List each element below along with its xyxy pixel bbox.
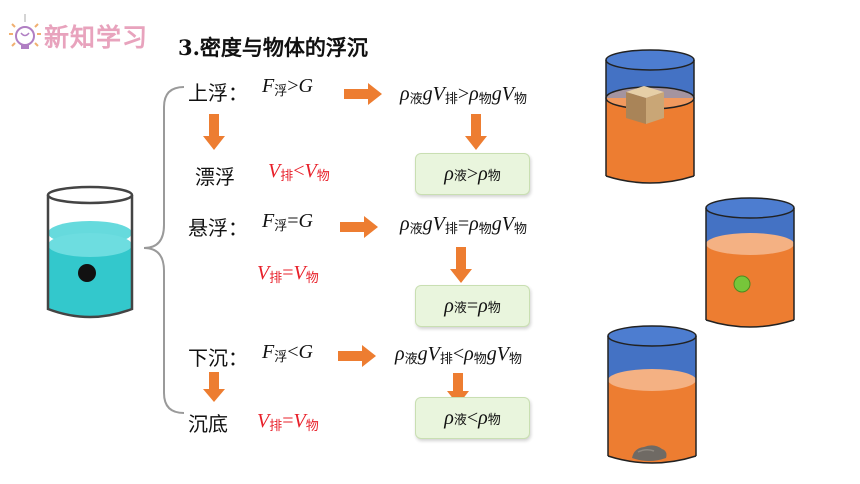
force-rise: F浮>G: [262, 75, 313, 99]
lightbulb-icon: [9, 14, 41, 49]
label-float: 漂浮: [195, 165, 235, 189]
section-title: 3.密度与物体的浮沉: [178, 35, 368, 60]
cylinder-suspended-ball: [705, 197, 795, 328]
curly-brace: [143, 86, 185, 414]
density-eq-sink: ρ液gV排<ρ物gV物: [395, 343, 522, 367]
header-title: 新知学习: [44, 23, 149, 52]
cylinder-floating-cube: [605, 49, 695, 184]
volume-suspend: V排=V物: [257, 262, 319, 286]
volume-float: V排<V物: [268, 160, 330, 184]
arrow-down-icon: [465, 114, 487, 150]
label-rise: 上浮：: [188, 81, 248, 105]
arrow-right-icon: [338, 345, 376, 367]
density-eq-rise: ρ液gV排>ρ物gV物: [400, 83, 527, 107]
label-suspend: 悬浮：: [188, 216, 248, 240]
beaker-with-ball: [46, 185, 134, 319]
arrow-down-icon: [203, 114, 225, 150]
density-eq-suspend: ρ液gV排=ρ物gV物: [400, 213, 527, 237]
arrow-down-icon: [450, 247, 472, 283]
force-sink: F浮<G: [262, 341, 313, 365]
wood-cube: [626, 86, 664, 124]
arrow-right-icon: [340, 216, 378, 238]
volume-sink: V排=V物: [257, 410, 319, 434]
label-sink-down: 下沉：: [188, 346, 248, 370]
label-sink-bottom: 沉底: [188, 412, 228, 436]
force-suspend: F浮=G: [262, 210, 313, 234]
arrow-right-icon: [344, 83, 382, 105]
arrow-down-icon: [203, 372, 225, 402]
cylinder-sunk-stone: [607, 325, 697, 464]
